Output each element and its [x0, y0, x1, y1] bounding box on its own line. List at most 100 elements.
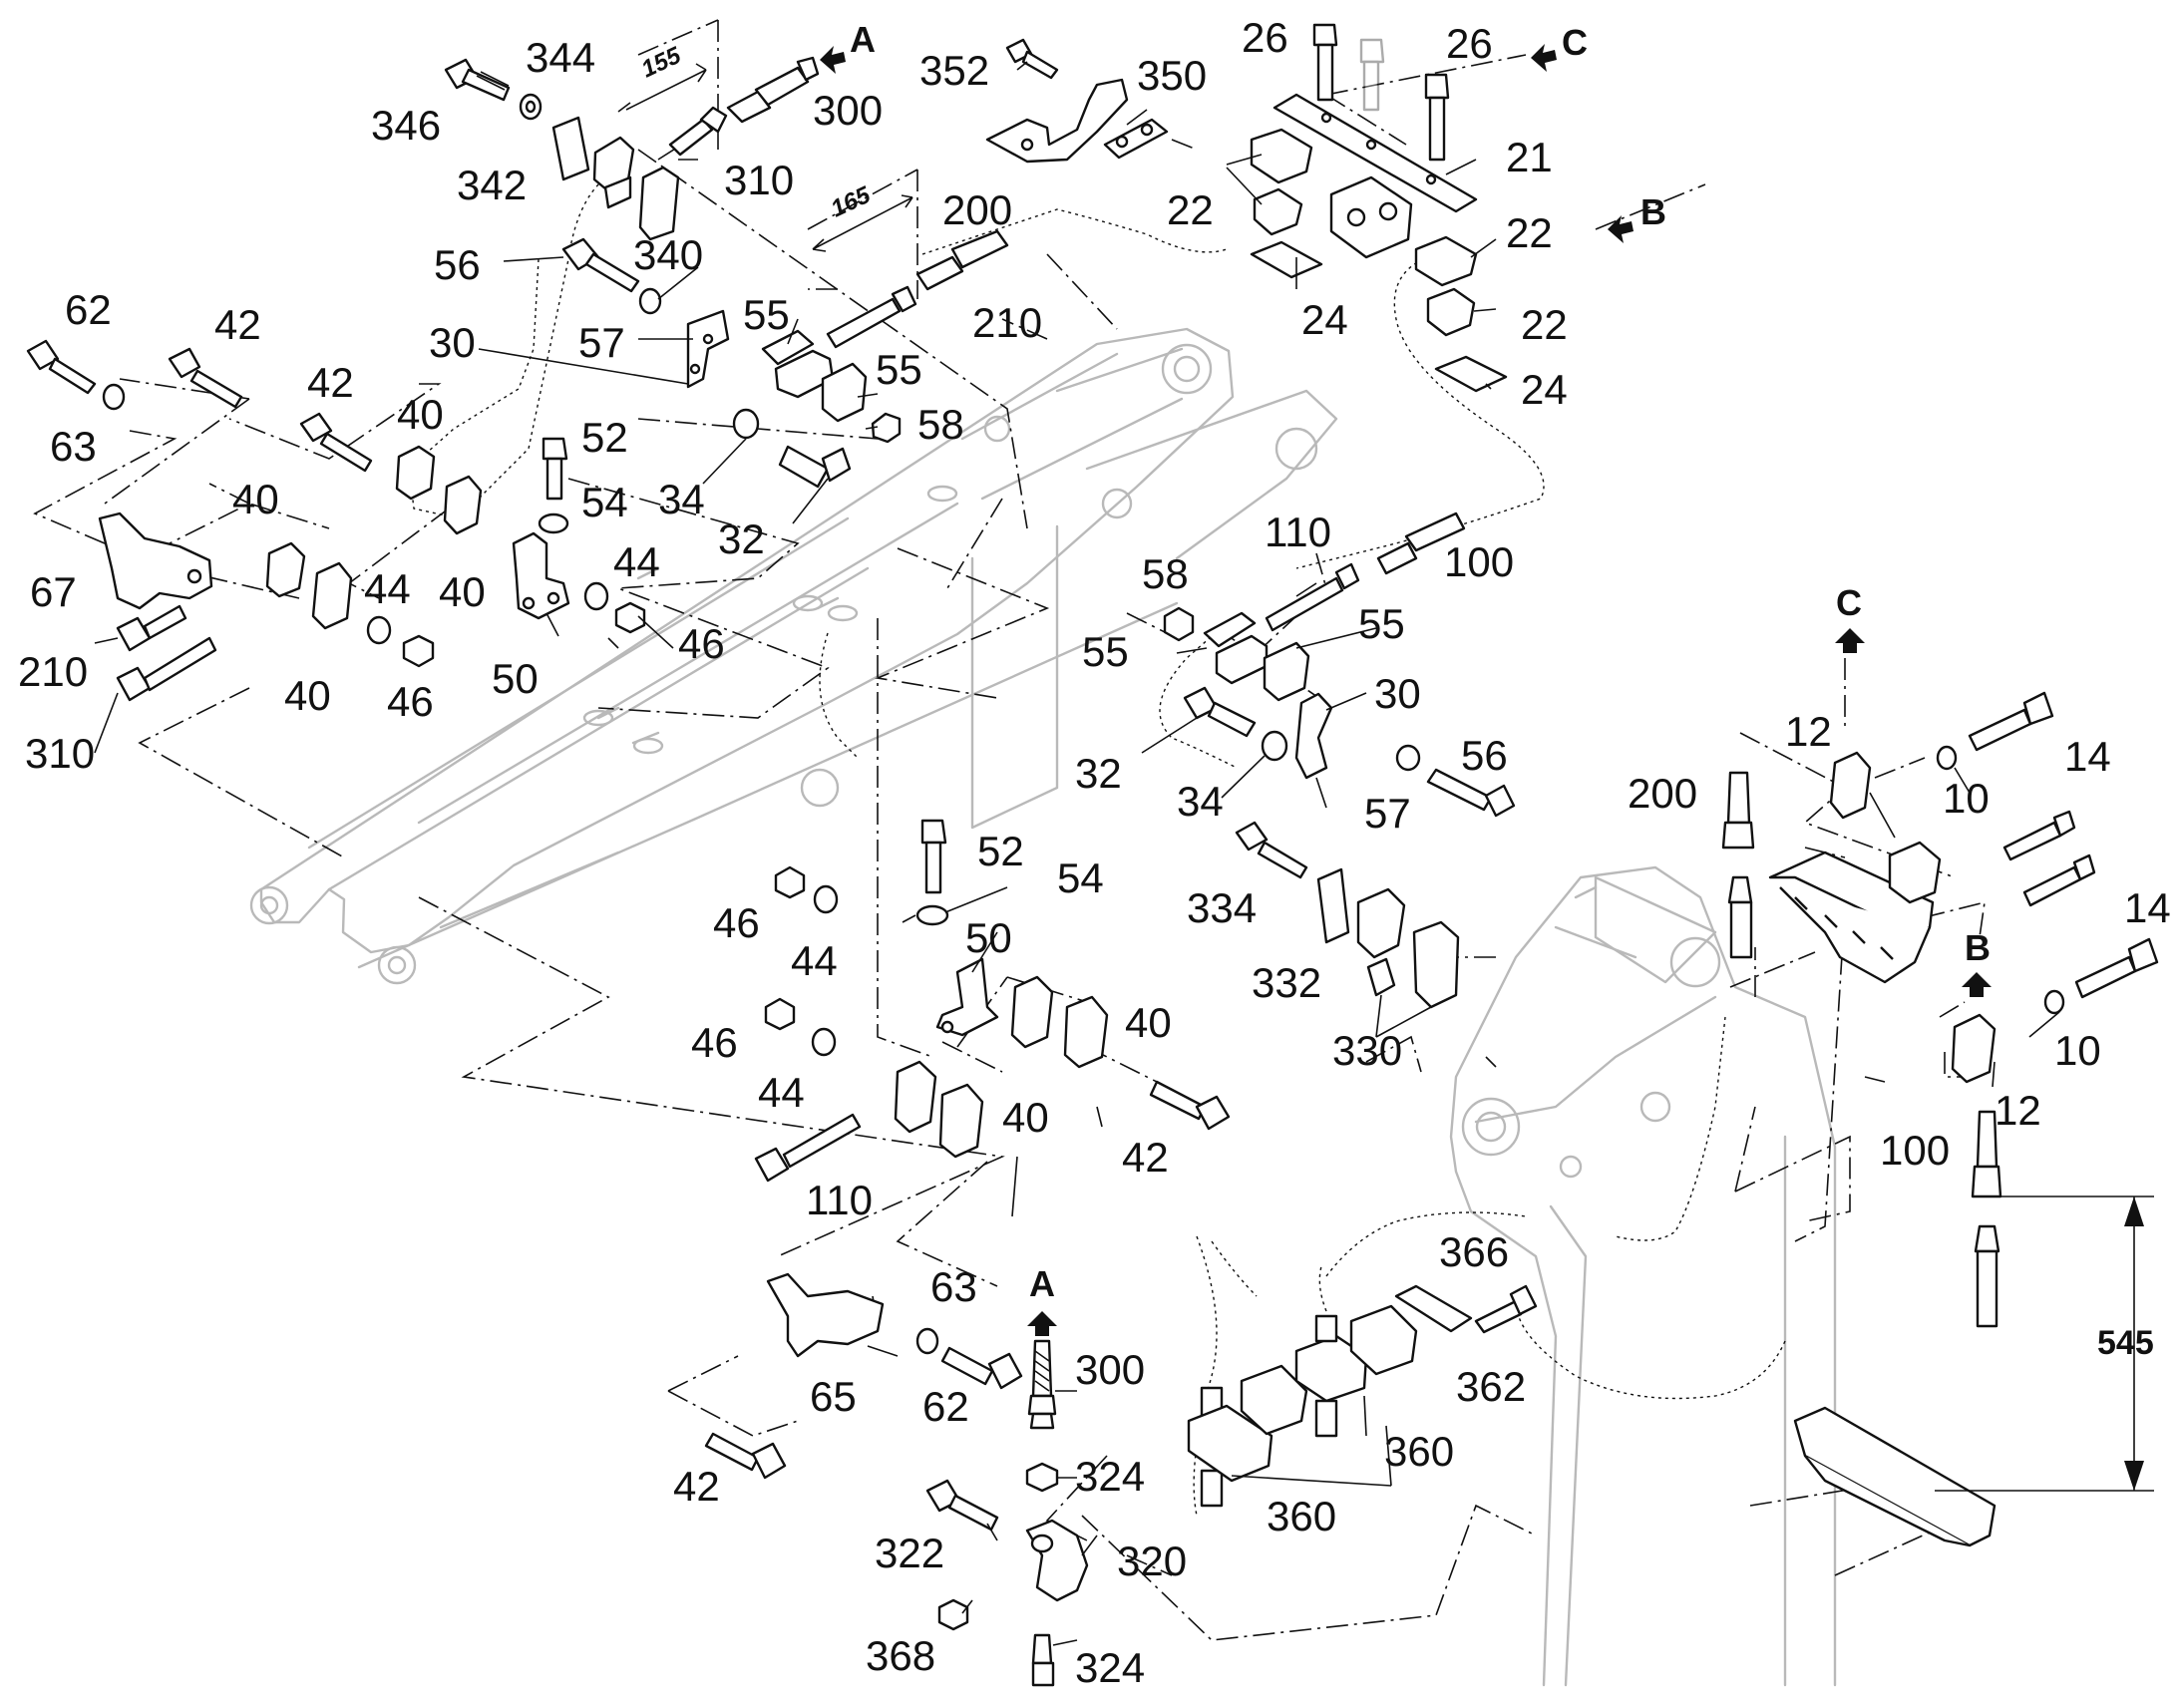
- nut-46d: [764, 997, 796, 1031]
- arrow-b-right: [1962, 972, 1992, 997]
- bolt-42c: [1149, 1080, 1231, 1131]
- washer-54b: [915, 904, 949, 926]
- reference-letters: A C B C B A: [850, 19, 1991, 1304]
- label-32-mid: 32: [1075, 750, 1122, 797]
- arrow-c-top: [1531, 44, 1557, 72]
- label-40-a: 40: [397, 391, 444, 438]
- label-332: 332: [1252, 959, 1321, 1006]
- fitting-300a: [726, 90, 772, 124]
- clamp-360b: [1240, 1364, 1308, 1436]
- label-12-top: 12: [1785, 708, 1832, 755]
- nut-46c: [774, 865, 806, 899]
- label-46-d: 46: [691, 1019, 738, 1066]
- hose-360-right: [1314, 1314, 1338, 1343]
- label-300-bottom: 300: [1075, 1346, 1145, 1393]
- label-368: 368: [866, 1632, 935, 1679]
- label-100-right: 100: [1880, 1127, 1950, 1174]
- washer-63b: [915, 1327, 939, 1355]
- bolt-334: [1235, 821, 1308, 879]
- clamp-55c: [1203, 611, 1257, 648]
- washer-34a: [732, 408, 760, 440]
- label-63-bottom: 63: [930, 1263, 977, 1310]
- label-57-mid: 57: [1364, 790, 1411, 837]
- label-334: 334: [1187, 884, 1257, 931]
- pin-310a: [668, 118, 714, 157]
- label-22-a: 22: [1167, 186, 1214, 233]
- label-65: 65: [810, 1373, 857, 1420]
- bolt-56b: [1426, 768, 1516, 818]
- clamp-40a: [395, 445, 436, 501]
- label-14-top: 14: [2064, 733, 2111, 780]
- bolt-42a: [168, 347, 243, 409]
- bolt-42b: [299, 412, 373, 473]
- fitting-100a: [1376, 541, 1418, 575]
- label-340: 340: [633, 231, 703, 278]
- dimension-545: [1935, 1196, 2154, 1492]
- label-63-left: 63: [50, 423, 97, 470]
- label-58-top: 58: [917, 401, 964, 448]
- ref-a-bottom: A: [1029, 1263, 1055, 1304]
- bolt-352: [1005, 38, 1059, 80]
- bolt-14-ghost-a: [2002, 821, 2062, 861]
- label-58-mid: 58: [1142, 550, 1189, 597]
- label-360-a: 360: [1384, 1428, 1454, 1475]
- washer-44b: [583, 581, 609, 611]
- ref-b-top: B: [1640, 191, 1666, 232]
- dim-545: 545: [2097, 1324, 2154, 1362]
- dimension-165-lines: [812, 194, 913, 252]
- plate-24-b: [1434, 355, 1508, 393]
- washer-34b: [1261, 730, 1288, 762]
- label-26-right: 26: [1446, 20, 1493, 67]
- label-44-b: 44: [613, 538, 660, 585]
- clamp-40d: [311, 561, 353, 630]
- plate-362: [1394, 1284, 1473, 1333]
- strip-21: [1272, 93, 1478, 213]
- nut-46b: [614, 601, 646, 634]
- bracket-50b: [935, 957, 999, 1037]
- plate-30a: [686, 309, 730, 389]
- washer-44a: [366, 615, 392, 645]
- label-362: 362: [1456, 1363, 1526, 1410]
- bolt-322: [925, 1479, 999, 1532]
- plate-332: [1316, 867, 1350, 944]
- dipper-arm-phantom: [1449, 865, 1837, 1687]
- label-24-b: 24: [1521, 366, 1568, 413]
- bolt-14-ghost-b: [2022, 865, 2082, 907]
- ref-b-right: B: [1965, 927, 1991, 968]
- arrow-a-bottom: [1027, 1311, 1057, 1336]
- label-34-top: 34: [658, 476, 705, 522]
- hose-end-100: [1974, 1224, 2000, 1253]
- nut-58b: [1163, 606, 1195, 642]
- washer-54a: [538, 512, 569, 534]
- clamp-40g: [894, 1060, 937, 1134]
- dim-165: 165: [827, 181, 875, 223]
- label-110-top: 110: [1265, 509, 1331, 555]
- label-24-a: 24: [1301, 296, 1348, 343]
- label-55-b: 55: [876, 346, 922, 393]
- label-42-d: 42: [673, 1463, 720, 1510]
- pin-200a: [826, 297, 902, 349]
- clamp-55a: [761, 329, 815, 366]
- label-346: 346: [371, 102, 441, 149]
- bolt-210b: [116, 604, 187, 652]
- label-200-right: 200: [1628, 770, 1697, 817]
- arrow-b-top: [1608, 215, 1634, 243]
- label-50-top: 50: [492, 655, 539, 702]
- washer-10b: [2043, 989, 2065, 1015]
- bolt-32a: [778, 445, 852, 489]
- fitting-200b: [1726, 771, 1751, 825]
- label-350: 350: [1137, 52, 1207, 99]
- label-54-mid: 54: [1057, 854, 1104, 901]
- bolt-26-center: [1359, 38, 1385, 112]
- boom-phantom: [249, 327, 1338, 985]
- clamp-12-mid: [1888, 841, 1942, 904]
- label-46-c: 46: [713, 899, 760, 946]
- label-52-mid: 52: [977, 828, 1024, 874]
- bolt-366: [1474, 1284, 1538, 1334]
- label-50-mid: 50: [965, 914, 1012, 961]
- label-40-d: 40: [284, 672, 331, 719]
- label-56-top: 56: [434, 241, 481, 288]
- label-40-c: 40: [439, 568, 486, 615]
- label-310-top: 310: [724, 157, 794, 203]
